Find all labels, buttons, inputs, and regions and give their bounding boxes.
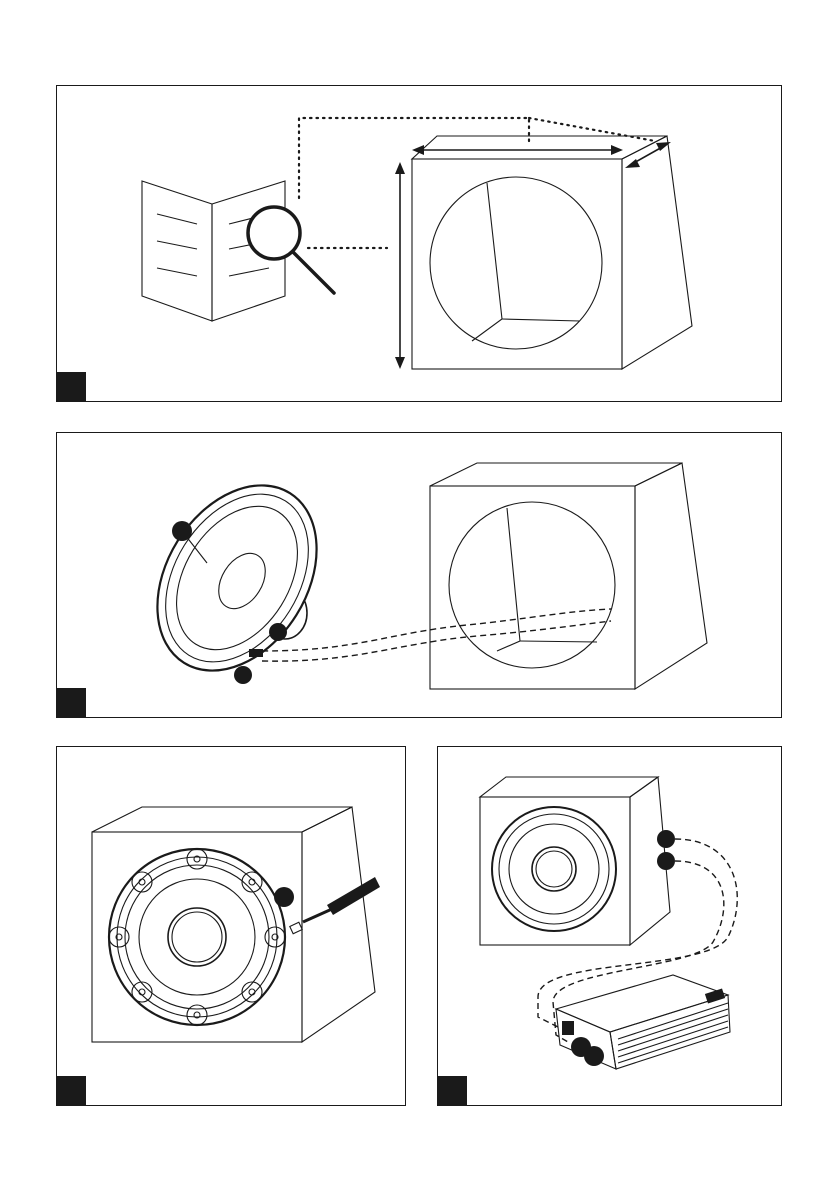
step-panel-2 [56, 432, 782, 718]
speaker-icon [109, 849, 285, 1025]
terminal-icon [657, 852, 675, 870]
subwoofer-box-icon [480, 777, 670, 945]
step-panel-3 [56, 746, 406, 1106]
enclosure-box [412, 136, 692, 369]
screw-speaker-illustration [57, 747, 407, 1107]
step-panel-1 [56, 85, 782, 402]
enclosure-box [430, 463, 707, 689]
terminal-icon [234, 666, 252, 684]
mount-speaker-illustration [57, 433, 783, 719]
measure-box-illustration [57, 86, 783, 403]
callout-marker [274, 887, 294, 907]
magnifier-icon [248, 207, 334, 293]
terminal-icon [269, 623, 287, 641]
connect-amplifier-illustration [438, 747, 783, 1107]
step-panel-4 [437, 746, 782, 1106]
cable-icon [262, 609, 611, 651]
dimension-arrow-icon [395, 142, 671, 369]
screwdriver-icon [303, 877, 380, 922]
terminal-icon [584, 1046, 604, 1066]
speaker-icon [125, 456, 350, 700]
screw-icon [290, 922, 302, 933]
terminal-icon [657, 830, 675, 848]
